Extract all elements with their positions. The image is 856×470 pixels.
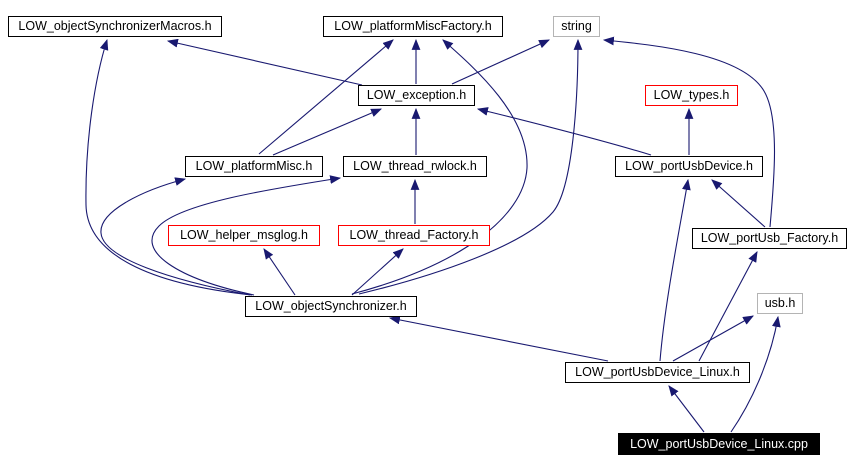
edge-objsync-pm <box>100 177 251 296</box>
edge-objsync-msglog <box>263 248 296 296</box>
node-types[interactable]: LOW_types.h <box>645 85 738 106</box>
edge-puf-string <box>602 36 776 228</box>
node-cpp: LOW_portUsbDevice_Linux.cpp <box>618 433 820 455</box>
edge-cpp-linux <box>668 385 705 433</box>
node-usb: usb.h <box>757 293 803 314</box>
node-tf[interactable]: LOW_thread_Factory.h <box>338 225 490 246</box>
edge-pm-pmf <box>258 39 394 155</box>
edge-exc-string <box>451 39 551 85</box>
node-pmf[interactable]: LOW_platformMiscFactory.h <box>323 16 503 37</box>
edge-cpp-usb <box>730 315 781 433</box>
edge-objsync-tf <box>351 248 404 296</box>
node-pud[interactable]: LOW_portUsbDevice.h <box>615 156 763 177</box>
node-puf[interactable]: LOW_portUsb_Factory.h <box>692 228 847 249</box>
edge-objsync-string <box>358 38 583 295</box>
node-string: string <box>553 16 600 37</box>
edge-exc-macros <box>166 38 363 86</box>
node-linux[interactable]: LOW_portUsbDevice_Linux.h <box>565 362 750 383</box>
edge-pm-exc <box>272 108 383 156</box>
edge-puf-pud <box>711 179 766 228</box>
node-exc[interactable]: LOW_exception.h <box>358 85 475 106</box>
node-pm[interactable]: LOW_platformMisc.h <box>185 156 323 177</box>
edge-linux-puf <box>698 251 758 362</box>
node-msglog[interactable]: LOW_helper_msglog.h <box>168 225 320 246</box>
edge-pud-exc <box>476 107 652 156</box>
node-rwlock[interactable]: LOW_thread_rwlock.h <box>343 156 487 177</box>
node-objsync[interactable]: LOW_objectSynchronizer.h <box>245 296 417 317</box>
edge-linux-pud <box>659 178 691 362</box>
edge-linux-usb <box>672 315 754 362</box>
edge-objsync-rwlock <box>151 175 342 296</box>
edge-objsync-pmf <box>351 39 528 295</box>
node-macros[interactable]: LOW_objectSynchronizerMacros.h <box>8 16 222 37</box>
edge-linux-objsync <box>388 315 609 362</box>
edge-objsync-macros <box>85 38 253 296</box>
